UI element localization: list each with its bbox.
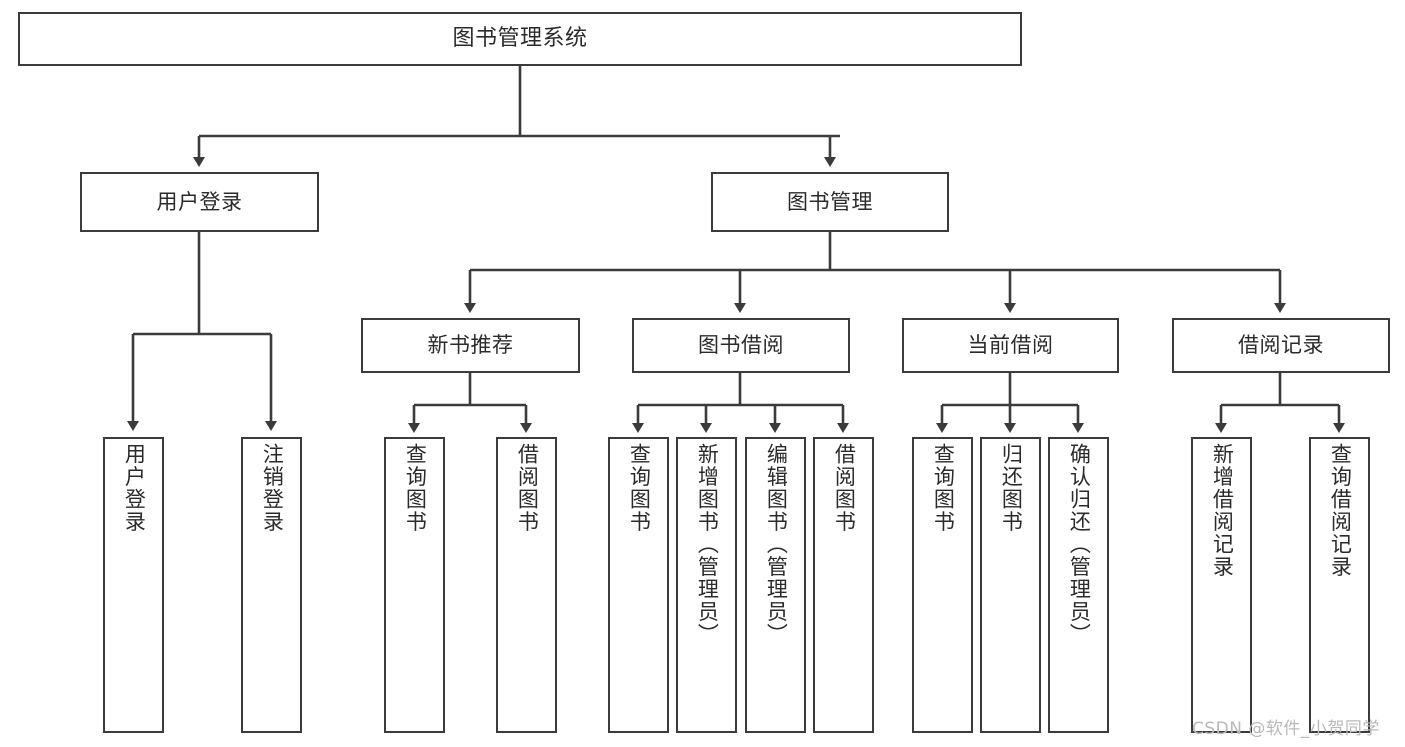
node-label: 图书借阅 — [698, 333, 784, 358]
leaf-recommend-borrow-book[interactable]: 借阅图书 — [496, 437, 557, 733]
node-label: 借阅图书 — [832, 443, 857, 533]
csdn-watermark: CSDN @软件_小贺同学 — [1192, 719, 1380, 739]
node-label: 编辑图书（管理员） — [764, 443, 789, 646]
leaf-record-query-record[interactable]: 查询借阅记录 — [1309, 437, 1370, 733]
node-book-management[interactable]: 图书管理 — [711, 172, 949, 232]
leaf-current-return-book[interactable]: 归还图书 — [980, 437, 1041, 733]
node-label: 新书推荐 — [427, 333, 514, 358]
leaf-borrow-edit-book-admin[interactable]: 编辑图书（管理员） — [745, 437, 806, 733]
node-label: 当前借阅 — [967, 333, 1054, 358]
node-label: 查询借阅记录 — [1328, 443, 1353, 578]
node-root-system[interactable]: 图书管理系统 — [18, 12, 1022, 66]
node-label: 归还图书 — [999, 443, 1024, 533]
node-borrow-record[interactable]: 借阅记录 — [1172, 318, 1390, 373]
node-label: 注销登录 — [260, 443, 285, 533]
node-current-borrow[interactable]: 当前借阅 — [902, 318, 1119, 373]
leaf-current-confirm-return-admin[interactable]: 确认归还（管理员） — [1048, 437, 1109, 733]
leaf-record-add-record[interactable]: 新增借阅记录 — [1191, 437, 1252, 733]
node-label: 借阅记录 — [1238, 333, 1324, 358]
node-label: 新增图书（管理员） — [695, 443, 720, 646]
node-user-login[interactable]: 用户登录 — [80, 172, 319, 232]
node-label: 图书管理 — [787, 189, 873, 214]
node-label: 用户登录 — [122, 443, 147, 533]
node-label: 用户登录 — [156, 189, 243, 214]
leaf-recommend-query-book[interactable]: 查询图书 — [384, 437, 445, 733]
node-book-borrow[interactable]: 图书借阅 — [632, 318, 850, 373]
node-label: 确认归还（管理员） — [1067, 443, 1092, 646]
node-label: 图书管理系统 — [452, 26, 588, 52]
leaf-borrow-borrow-book[interactable]: 借阅图书 — [813, 437, 874, 733]
node-new-book-recommend[interactable]: 新书推荐 — [361, 318, 580, 373]
node-label: 查询图书 — [403, 443, 428, 533]
node-label: 查询图书 — [931, 443, 956, 533]
node-label: 查询图书 — [627, 443, 652, 533]
leaf-user-login-login[interactable]: 用户登录 — [103, 437, 164, 733]
leaf-borrow-add-book-admin[interactable]: 新增图书（管理员） — [676, 437, 737, 733]
leaf-borrow-query-book[interactable]: 查询图书 — [608, 437, 669, 733]
leaf-current-query-book[interactable]: 查询图书 — [912, 437, 973, 733]
node-label: 新增借阅记录 — [1210, 443, 1235, 578]
leaf-user-login-logout[interactable]: 注销登录 — [241, 437, 302, 733]
node-label: 借阅图书 — [515, 443, 540, 533]
